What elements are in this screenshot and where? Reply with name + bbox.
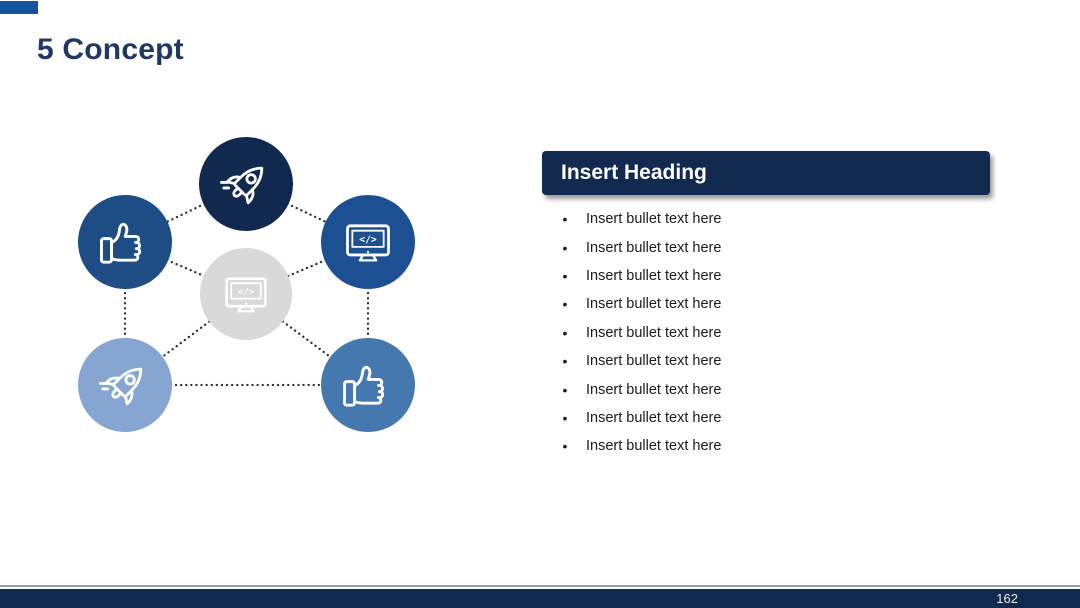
connector-line bbox=[244, 182, 370, 244]
bullet-text: Insert bullet text here bbox=[586, 296, 722, 313]
bullet-list: • Insert bullet text here • Insert bullet t… bbox=[560, 205, 980, 461]
connector-line bbox=[123, 240, 248, 296]
bullet-item: • Insert bullet text here bbox=[560, 347, 980, 375]
footer-bar: 162 bbox=[0, 589, 1080, 608]
monitor-code-icon bbox=[346, 224, 390, 262]
bullet-marker: • bbox=[562, 409, 568, 426]
bullet-text: Insert bullet text here bbox=[586, 211, 722, 228]
accent-bar bbox=[0, 1, 38, 14]
node-circle bbox=[78, 338, 172, 432]
bullet-item: • Insert bullet text here bbox=[560, 375, 980, 403]
footer-divider bbox=[0, 585, 1080, 587]
node-circle bbox=[321, 195, 415, 289]
bullet-marker: • bbox=[562, 353, 568, 370]
node-circle bbox=[199, 137, 293, 231]
diagram-node-center bbox=[200, 248, 292, 340]
diagram-node-bottom-right bbox=[321, 338, 415, 432]
slide-title: 5 Concept bbox=[37, 33, 184, 66]
heading-title: Insert Heading bbox=[561, 161, 707, 184]
diagram-nodes bbox=[78, 137, 415, 432]
diagram-node-right bbox=[321, 195, 415, 289]
bullet-text: Insert bullet text here bbox=[586, 381, 722, 398]
bullet-marker: • bbox=[562, 438, 568, 455]
bullet-item: • Insert bullet text here bbox=[560, 404, 980, 432]
bullet-item: • Insert bullet text here bbox=[560, 205, 980, 233]
bullet-item: • Insert bullet text here bbox=[560, 319, 980, 347]
bullet-item: • Insert bullet text here bbox=[560, 432, 980, 460]
bullet-text: Insert bullet text here bbox=[586, 239, 722, 256]
diagram-connectors bbox=[123, 182, 370, 387]
bullet-text: Insert bullet text here bbox=[586, 324, 722, 341]
bullet-item: • Insert bullet text here bbox=[560, 233, 980, 261]
bullet-text: Insert bullet text here bbox=[586, 353, 722, 370]
bullet-marker: • bbox=[562, 296, 568, 313]
rocket-icon bbox=[218, 153, 274, 209]
bullet-marker: • bbox=[562, 381, 568, 398]
monitor-code-icon bbox=[225, 277, 267, 313]
connector-line bbox=[244, 240, 370, 296]
bullet-marker: • bbox=[562, 267, 568, 284]
heading-bar: Insert Heading bbox=[542, 151, 990, 195]
thumbs-up-icon bbox=[100, 222, 142, 264]
bullet-text: Insert bullet text here bbox=[586, 409, 722, 426]
diagram-node-bottom-left bbox=[78, 338, 172, 432]
connector-line bbox=[244, 292, 370, 387]
bullet-marker: • bbox=[562, 239, 568, 256]
bullet-item: • Insert bullet text here bbox=[560, 262, 980, 290]
bullet-text: Insert bullet text here bbox=[586, 267, 722, 284]
bullet-marker: • bbox=[562, 324, 568, 341]
connector-line bbox=[123, 182, 248, 244]
diagram-node-left bbox=[78, 195, 172, 289]
node-circle bbox=[78, 195, 172, 289]
rocket-icon bbox=[97, 354, 153, 410]
thumbs-up-icon bbox=[343, 365, 385, 407]
bullet-item: • Insert bullet text here bbox=[560, 290, 980, 318]
page-number: 162 bbox=[996, 591, 1018, 606]
bullet-text: Insert bullet text here bbox=[586, 438, 722, 455]
bullet-marker: • bbox=[562, 211, 568, 228]
node-circle bbox=[200, 248, 292, 340]
connector-line bbox=[123, 292, 248, 387]
node-circle bbox=[321, 338, 415, 432]
diagram-node-top bbox=[199, 137, 293, 231]
